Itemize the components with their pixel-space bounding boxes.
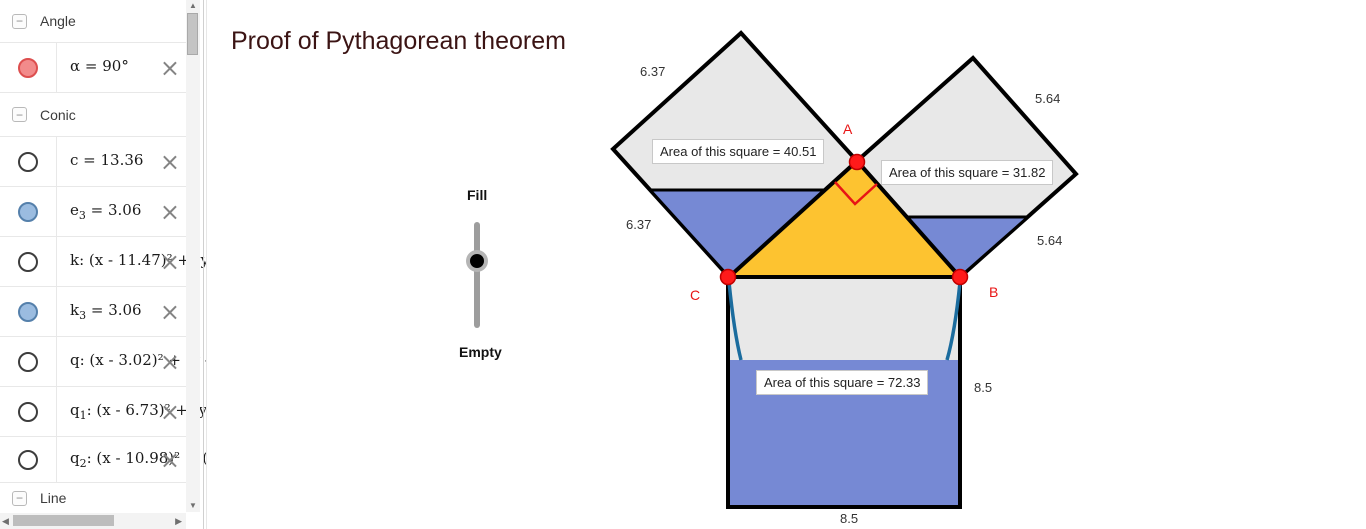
side-label-bc-right: 8.5 xyxy=(974,380,993,395)
algebra-item-k: k: (x - 11.47)² + (y × xyxy=(0,237,209,287)
section-label-line: Line xyxy=(40,490,67,506)
marker-column xyxy=(0,187,57,236)
scroll-right-icon[interactable]: ▶ xyxy=(175,516,182,526)
algebra-expression: k: (x - 11.47)² + (y xyxy=(70,251,210,269)
marker-column xyxy=(0,137,57,186)
vertical-scrollbar[interactable]: ▲ ▼ xyxy=(186,0,200,512)
section-label-conic: Conic xyxy=(40,106,76,123)
side-label-ca-bottom: 6.37 xyxy=(626,217,652,232)
collapse-icon[interactable]: − xyxy=(12,107,27,122)
water-fill-bc xyxy=(730,360,958,505)
delete-icon[interactable]: × xyxy=(159,247,180,276)
algebra-expression: q: (x - 3.02)² + (y - xyxy=(70,351,210,369)
area-label-bottom-square: Area of this square = 72.33 xyxy=(756,370,929,395)
point-a[interactable] xyxy=(848,153,866,171)
page-title: Proof of Pythagorean theorem xyxy=(231,27,566,55)
algebra-item-q: q: (x - 3.02)² + (y - × xyxy=(0,337,210,387)
delete-icon[interactable]: × xyxy=(159,197,180,226)
fill-slider-track[interactable] xyxy=(474,222,480,328)
visibility-toggle[interactable] xyxy=(18,401,38,422)
fill-slider-knob[interactable] xyxy=(466,250,488,272)
algebra-item-c: c = 13.36 × xyxy=(0,137,186,187)
slider-top-label: Fill xyxy=(467,187,488,203)
panel-divider xyxy=(203,0,204,529)
delete-icon[interactable]: × xyxy=(159,347,180,376)
algebra-item-q1: q1: (x - 6.73)² + (y × xyxy=(0,387,207,437)
right-angle-mark xyxy=(834,181,878,206)
algebra-expression: α = 90° xyxy=(70,57,129,75)
section-label-angle: Angle xyxy=(40,13,76,29)
horizontal-scrollbar[interactable]: ◀ ▶ xyxy=(0,513,186,529)
point-c[interactable] xyxy=(719,268,737,286)
algebra-item-k3: k3 = 3.06 × xyxy=(0,287,186,337)
side-label-ca-top: 6.37 xyxy=(640,64,666,79)
delete-icon[interactable]: × xyxy=(159,53,180,82)
collapse-icon[interactable]: − xyxy=(12,490,27,506)
area-label-right-square: Area of this square = 31.82 xyxy=(881,160,1054,185)
algebra-expression: q2: (x - 10.98)² + (y xyxy=(70,449,217,470)
marker-column xyxy=(0,337,57,386)
algebra-expression: c = 13.36 xyxy=(70,151,144,169)
algebra-item-q2: q2: (x - 10.98)² + (y × xyxy=(0,437,217,483)
section-header-conic: − Conic xyxy=(0,93,186,137)
right-triangle xyxy=(723,158,965,279)
visibility-toggle[interactable] xyxy=(18,151,38,172)
visibility-toggle[interactable] xyxy=(18,201,38,222)
algebra-expression: e3 = 3.06 xyxy=(70,201,142,222)
algebra-item-e3: e3 = 3.06 × xyxy=(0,187,186,237)
delete-icon[interactable]: × xyxy=(159,147,180,176)
vertical-scrollbar-thumb[interactable] xyxy=(187,13,198,55)
point-label-b: B xyxy=(989,284,999,300)
section-header-angle: − Angle xyxy=(0,0,186,43)
point-b[interactable] xyxy=(951,268,969,286)
marker-column xyxy=(0,387,57,436)
delete-icon[interactable]: × xyxy=(159,397,180,426)
slider-bottom-label: Empty xyxy=(459,344,502,360)
scroll-left-icon[interactable]: ◀ xyxy=(2,516,9,526)
side-label-ab-bottom: 5.64 xyxy=(1037,233,1063,248)
collapse-icon[interactable]: − xyxy=(12,13,27,29)
algebra-panel: − Angle α = 90° × − Conic c = 13.36 × e xyxy=(0,0,217,529)
visibility-toggle[interactable] xyxy=(18,351,38,372)
visibility-toggle[interactable] xyxy=(18,449,38,470)
side-label-ab-top: 5.64 xyxy=(1035,91,1061,106)
delete-icon[interactable]: × xyxy=(159,445,180,474)
arc-right xyxy=(945,281,962,361)
scroll-down-icon[interactable]: ▼ xyxy=(189,501,197,510)
point-label-c: C xyxy=(690,287,701,303)
graphics-border xyxy=(206,0,207,529)
horizontal-scrollbar-thumb[interactable] xyxy=(13,515,114,526)
algebra-item-alpha: α = 90° × xyxy=(0,43,186,93)
arc-left xyxy=(727,281,743,361)
section-header-line: − Line xyxy=(0,483,186,513)
point-label-a: A xyxy=(843,121,853,137)
visibility-toggle[interactable] xyxy=(18,251,38,272)
visibility-toggle[interactable] xyxy=(18,57,38,78)
marker-column xyxy=(0,43,57,92)
delete-icon[interactable]: × xyxy=(159,297,180,326)
scroll-up-icon[interactable]: ▲ xyxy=(189,1,197,10)
marker-column xyxy=(0,437,57,482)
area-label-left-square: Area of this square = 40.51 xyxy=(652,139,825,164)
visibility-toggle[interactable] xyxy=(18,301,38,322)
algebra-expression: k3 = 3.06 xyxy=(70,301,142,322)
marker-column xyxy=(0,287,57,336)
marker-column xyxy=(0,237,57,286)
algebra-expression: q1: (x - 6.73)² + (y xyxy=(70,401,208,422)
side-label-bc-bottom: 8.5 xyxy=(840,511,859,526)
